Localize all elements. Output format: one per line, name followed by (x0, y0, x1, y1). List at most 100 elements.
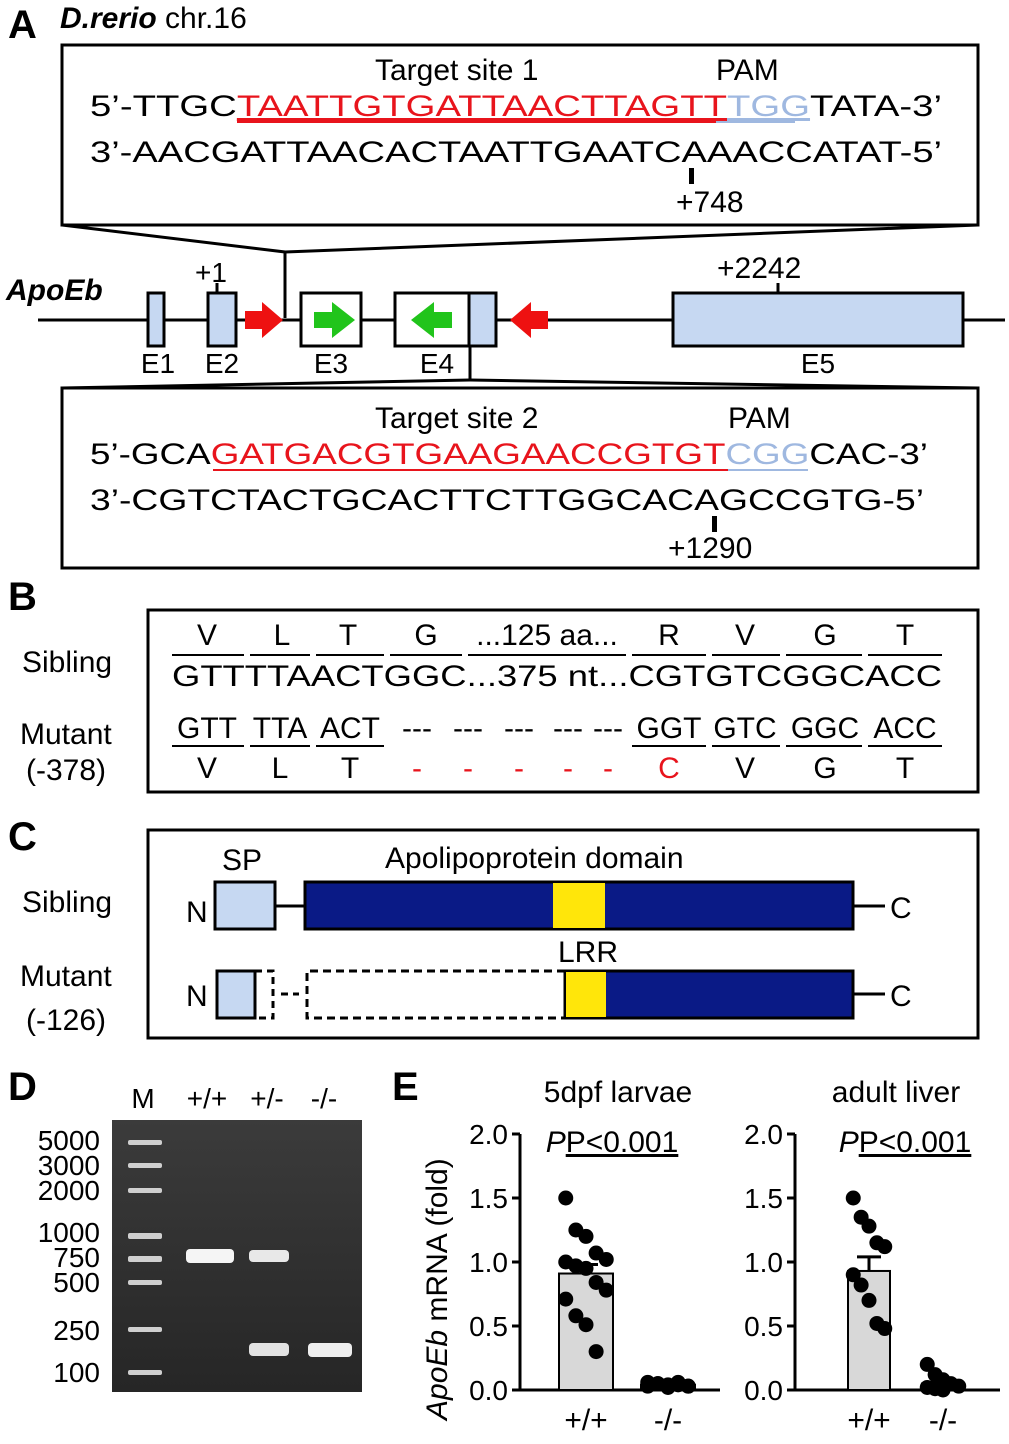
data-point (951, 1378, 967, 1394)
mutant-deleted-domain (305, 969, 565, 1020)
site-1-suffix: TATA-3’ (810, 90, 942, 123)
sib-aa: R (658, 619, 680, 652)
panel-a-letter: A (8, 3, 37, 47)
sibling-signal-peptide (213, 880, 277, 931)
sib-aa: T (339, 619, 357, 652)
ladder-bands (128, 1140, 162, 1375)
mut-aa: L (272, 752, 289, 785)
mut-aa: V (735, 752, 755, 785)
band-ko-372 (308, 1343, 352, 1357)
data-point (877, 1239, 893, 1255)
mut-codon: GGT (637, 712, 702, 745)
panel-e-letter: E (392, 1065, 419, 1109)
ladder-size: 250 (53, 1315, 100, 1346)
exon-4-coding (467, 291, 498, 348)
exon-2 (206, 291, 238, 348)
data-point (845, 1267, 861, 1283)
exon-5 (671, 291, 965, 348)
exon-label-e1: E1 (141, 348, 175, 379)
lane-label: +/+ (187, 1083, 227, 1114)
data-point (578, 1317, 594, 1333)
ladder-size: 100 (53, 1357, 100, 1388)
panel-b-mutant-label: Mutant (20, 718, 112, 751)
data-point (558, 1190, 574, 1206)
site-1-cut-mark (689, 168, 694, 184)
p-letter: P (546, 1126, 566, 1159)
band-het-750 (249, 1250, 289, 1262)
mutant-lrr (566, 972, 606, 1017)
y-tick-label: 1.5 (469, 1183, 508, 1214)
data-point (588, 1344, 604, 1360)
site-1-target: TAATTGTGATTAACTTAGTT (237, 90, 727, 123)
site-1-bottom-strand: 3’-AACGATTAACACTAATTGAATCAAACCATAT-5’ (90, 136, 942, 169)
panel-c-letter: C (8, 815, 37, 859)
chart-title: adult liver (832, 1076, 960, 1109)
panel-d-letter: D (8, 1065, 37, 1109)
p-letter: P (839, 1126, 859, 1159)
ladder-size: 3000 (38, 1150, 100, 1181)
y-tick-label: 0.5 (744, 1311, 783, 1342)
category-label: -/- (929, 1404, 957, 1437)
ladder-size: 5000 (38, 1125, 100, 1156)
category-label: +/+ (564, 1404, 607, 1437)
mut-aa: C (658, 752, 680, 785)
ladder-band (128, 1327, 162, 1332)
mutant-signal-peptide (215, 969, 257, 1020)
category-label: -/- (654, 1404, 682, 1437)
panel-a: A D.rerio chr.16 Target site 1 PAM 5’-TT… (5, 2, 1005, 570)
band-wt-750 (186, 1249, 234, 1263)
mut-codon: ACT (320, 712, 380, 745)
data-point (935, 1382, 951, 1398)
target-site-2-box (60, 386, 980, 570)
lane-label: M (131, 1083, 154, 1114)
mut-codon: --- (402, 712, 432, 745)
ladder-size: 2000 (38, 1175, 100, 1206)
species-name: D.rerio (60, 2, 157, 35)
data-point (845, 1190, 861, 1206)
sib-aa: V (735, 619, 755, 652)
ladder-band (128, 1280, 162, 1285)
y-tick-label: 0.0 (469, 1375, 508, 1406)
data-point (568, 1308, 584, 1324)
target-site-1-title: Target site 1 (375, 54, 538, 87)
sibling-lrr (553, 883, 605, 928)
p-value: PP<0.001 (546, 1126, 679, 1159)
y-tick-label: 2.0 (744, 1119, 783, 1150)
pam-label-2: PAM (728, 402, 791, 435)
data-point (558, 1291, 574, 1307)
sibling-nt-sequence: GTTTTAACTGGC...375 nt...CGTGTCGGCACC (172, 660, 942, 693)
data-point (680, 1378, 696, 1394)
sib-aa: ...125 aa... (476, 619, 618, 652)
ladder-size: 1000 (38, 1217, 100, 1248)
mut-codon: GTT (177, 712, 237, 745)
sibling-aa-row: V L T G ...125 aa... R V G T (197, 619, 914, 652)
panel-b-mutant-deletion: (-378) (26, 754, 106, 787)
panel-b-letter: B (8, 575, 37, 619)
site-2-pam: CGG (725, 438, 809, 471)
mut-codon: --- (453, 712, 483, 745)
panel-b: B Sibling Mutant (-378) V L T G ...125 a… (8, 575, 980, 794)
p-rest: P<0.001 (566, 1126, 679, 1159)
data-point (877, 1321, 893, 1337)
exon-labels: E1 E2 E3 E4 E5 (141, 348, 835, 379)
mut-aa: V (197, 752, 217, 785)
exon-label-e4: E4 (420, 348, 454, 379)
ladder-labels: 5000 3000 2000 1000 750 500 250 100 (38, 1125, 100, 1388)
y-tick-label: 0.5 (469, 1311, 508, 1342)
mut-aa: - (463, 752, 473, 785)
chart-5dpf-larvae: 5dpf larvae PP<0.001 0.00.51.01.52.0+/+-… (469, 1076, 720, 1437)
ladder-band (128, 1233, 162, 1239)
mut-aa: - (603, 752, 613, 785)
y-tick-label: 1.5 (744, 1183, 783, 1214)
sibling-c-terminus: C (890, 892, 912, 925)
mut-aa: - (514, 752, 524, 785)
mut-aa: - (412, 752, 422, 785)
sibling-n-terminus: N (186, 896, 208, 929)
site-1-position: +748 (676, 186, 744, 219)
sib-aa: T (896, 619, 914, 652)
sib-aa: G (813, 619, 836, 652)
mut-codon: ACC (873, 712, 936, 745)
pos-2242: +2242 (717, 252, 801, 285)
panel-d: D M +/+ +/- -/- 5000 3000 2000 1000 750 … (8, 1065, 362, 1392)
